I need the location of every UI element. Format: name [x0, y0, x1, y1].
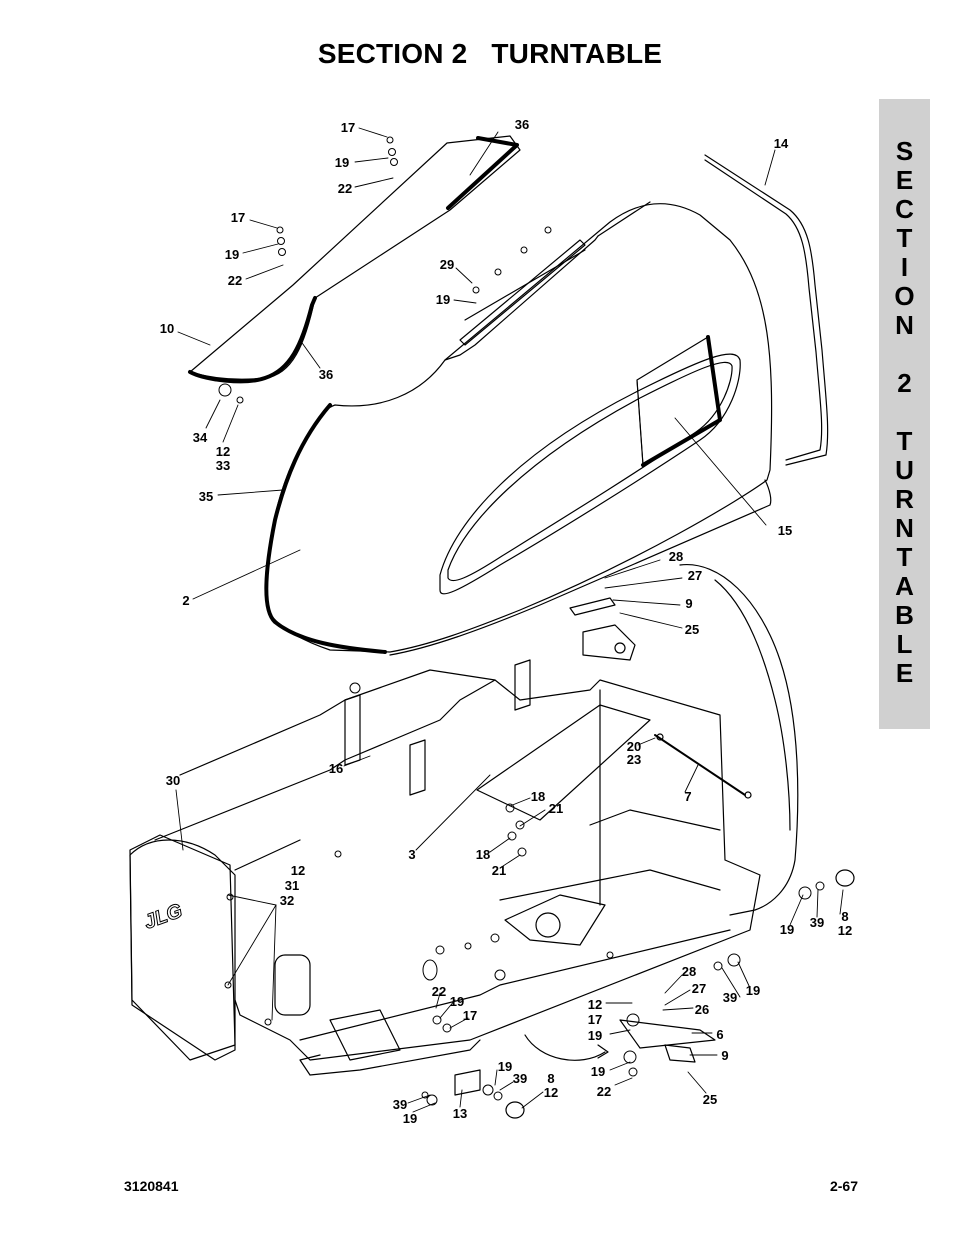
callout: 39	[810, 915, 824, 930]
callout: 12	[588, 997, 602, 1012]
callout: 39	[513, 1071, 527, 1086]
callout: 27	[688, 568, 702, 583]
gas-strut	[654, 734, 746, 796]
callouts: 17 36 19 22 14 17 19 22 29 19 10 36 34 1…	[160, 117, 852, 1126]
callout: 39	[393, 1097, 407, 1112]
callout: 19	[225, 247, 239, 262]
rear-side-panel	[679, 564, 799, 916]
hood-cover	[265, 203, 773, 653]
callout: 28	[682, 964, 696, 979]
callout: 36	[319, 367, 333, 382]
callout: 6	[716, 1027, 723, 1042]
callout: 25	[685, 622, 699, 637]
rotation-arrow	[524, 1034, 606, 1061]
bearing-plate	[504, 894, 606, 946]
trim-strip	[704, 154, 829, 466]
callout: 12	[838, 923, 852, 938]
callout: 25	[703, 1092, 717, 1107]
callout: 12	[216, 444, 230, 459]
callout: 15	[778, 523, 792, 538]
callout: 39	[723, 990, 737, 1005]
callout: 22	[338, 181, 352, 196]
callout: 22	[597, 1084, 611, 1099]
latch-bracket	[582, 624, 636, 661]
callout: 26	[695, 1002, 709, 1017]
callout: 14	[774, 136, 789, 151]
page-title: SECTION 2 TURNTABLE	[317, 38, 663, 69]
callout: 12	[544, 1085, 558, 1100]
callout: 20	[627, 739, 641, 754]
callout: 17	[231, 210, 245, 225]
callout: 27	[692, 981, 706, 996]
callout: 17	[341, 120, 355, 135]
callout: 7	[684, 789, 691, 804]
callout: 8	[841, 909, 848, 924]
callout: 3	[408, 847, 415, 862]
callout: 29	[440, 257, 454, 272]
hood-oval-opening	[439, 353, 741, 595]
callout: 35	[199, 489, 213, 504]
counterweight	[129, 839, 236, 1061]
callout: 9	[685, 596, 692, 611]
callout: 19	[403, 1111, 417, 1126]
callout: 10	[160, 321, 174, 336]
callout: 19	[588, 1028, 602, 1043]
callout: 22	[228, 273, 242, 288]
callout: 33	[216, 458, 230, 473]
callout: 19	[746, 983, 760, 998]
callout: 23	[627, 752, 641, 767]
callout: 18	[531, 789, 545, 804]
callout: 2	[182, 593, 189, 608]
callout: 17	[588, 1012, 602, 1027]
callout: 19	[436, 292, 450, 307]
callout: 22	[432, 984, 446, 999]
callout: 34	[193, 430, 208, 445]
callout: 19	[498, 1059, 512, 1074]
callout: 19	[450, 994, 464, 1009]
callout: 19	[335, 155, 349, 170]
callout: 17	[463, 1008, 477, 1023]
jlg-logo: JLG	[141, 900, 185, 934]
turntable-frame	[179, 669, 761, 1061]
callout: 32	[280, 893, 294, 908]
callout: 19	[591, 1064, 605, 1079]
rubber-seal	[264, 403, 387, 654]
callout: 21	[492, 863, 506, 878]
callout: 16	[329, 761, 343, 776]
callout: 30	[166, 773, 180, 788]
page-number: 2-67	[829, 1178, 858, 1194]
callout: 31	[285, 878, 299, 893]
callout: 21	[549, 801, 563, 816]
callout: 9	[721, 1048, 728, 1063]
document-number: 3120841	[124, 1178, 179, 1194]
front-hood-panel	[189, 135, 521, 380]
callout: 36	[515, 117, 529, 132]
callout: 8	[547, 1071, 554, 1086]
callout: 19	[780, 922, 794, 937]
callout: 13	[453, 1106, 467, 1121]
callout: 18	[476, 847, 490, 862]
callout: 28	[669, 549, 683, 564]
callout: 12	[291, 863, 305, 878]
